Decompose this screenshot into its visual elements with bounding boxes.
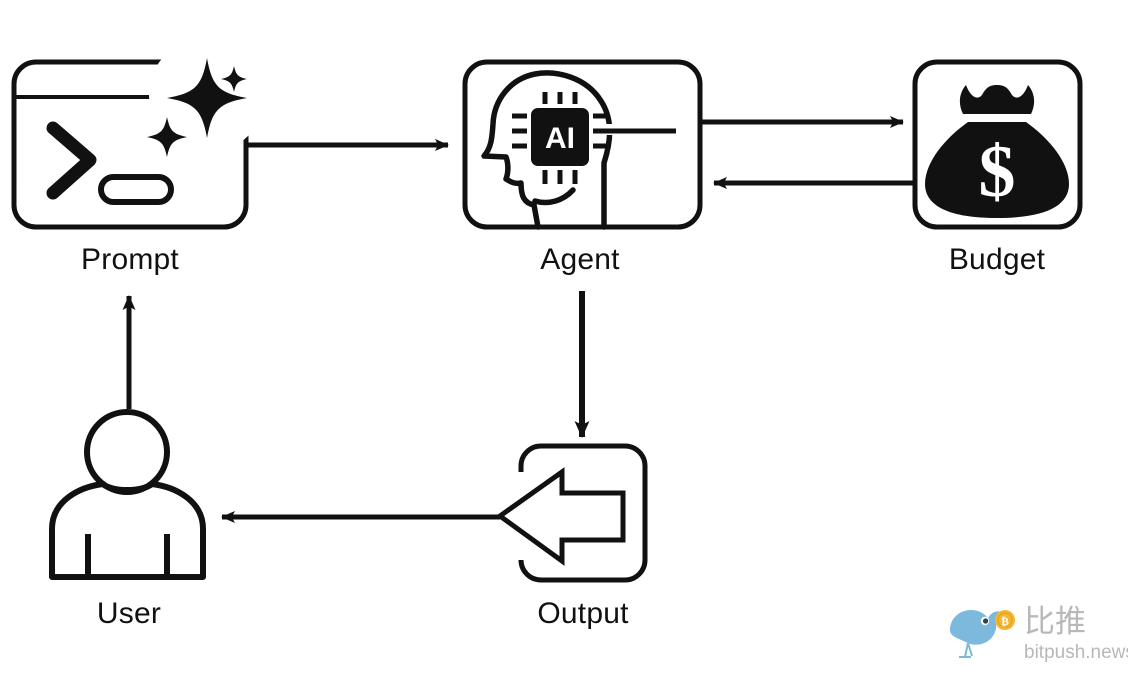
- node-budget[interactable]: $: [912, 59, 1083, 230]
- node-label-user: User: [96, 597, 162, 630]
- prompt-cursor-dash-icon: [98, 174, 174, 205]
- node-agent[interactable]: AI: [462, 59, 703, 230]
- node-output[interactable]: [495, 443, 648, 583]
- user-person-icon: [49, 409, 206, 580]
- agent-head-outline-icon: [481, 70, 613, 230]
- sparkle-medium-icon: [147, 117, 187, 157]
- node-label-prompt: Prompt: [81, 243, 179, 276]
- watermark-brand-cn: 比推: [1024, 604, 1086, 640]
- export-arrow-icon: [495, 467, 626, 566]
- svg-text:₿: ₿: [1001, 616, 1009, 628]
- bitpush-bird-icon: [950, 610, 1000, 658]
- agent-box-frame: [462, 59, 703, 230]
- output-box-frame: [518, 443, 648, 583]
- bitcoin-coin-icon: ₿: [995, 610, 1015, 630]
- sparkle-large-icon: [167, 58, 247, 138]
- watermark-bitpush: ₿ 比推 bitpush.news: [938, 596, 1128, 666]
- ai-chip-icon: [527, 104, 593, 170]
- chip-label: AI: [545, 122, 575, 155]
- node-label-output: Output: [537, 597, 629, 630]
- sparkle-small-icon: [221, 66, 247, 92]
- dollar-sign: $: [979, 131, 1016, 213]
- budget-box-frame: [912, 59, 1083, 230]
- prompt-chevron-icon: [46, 121, 97, 200]
- node-label-budget: Budget: [948, 243, 1046, 276]
- watermark-brand-url: bitpush.news: [1024, 642, 1128, 663]
- node-prompt[interactable]: [11, 58, 249, 230]
- node-label-agent: Agent: [540, 243, 620, 276]
- node-user[interactable]: [49, 409, 206, 580]
- money-bag-icon: $: [925, 85, 1069, 218]
